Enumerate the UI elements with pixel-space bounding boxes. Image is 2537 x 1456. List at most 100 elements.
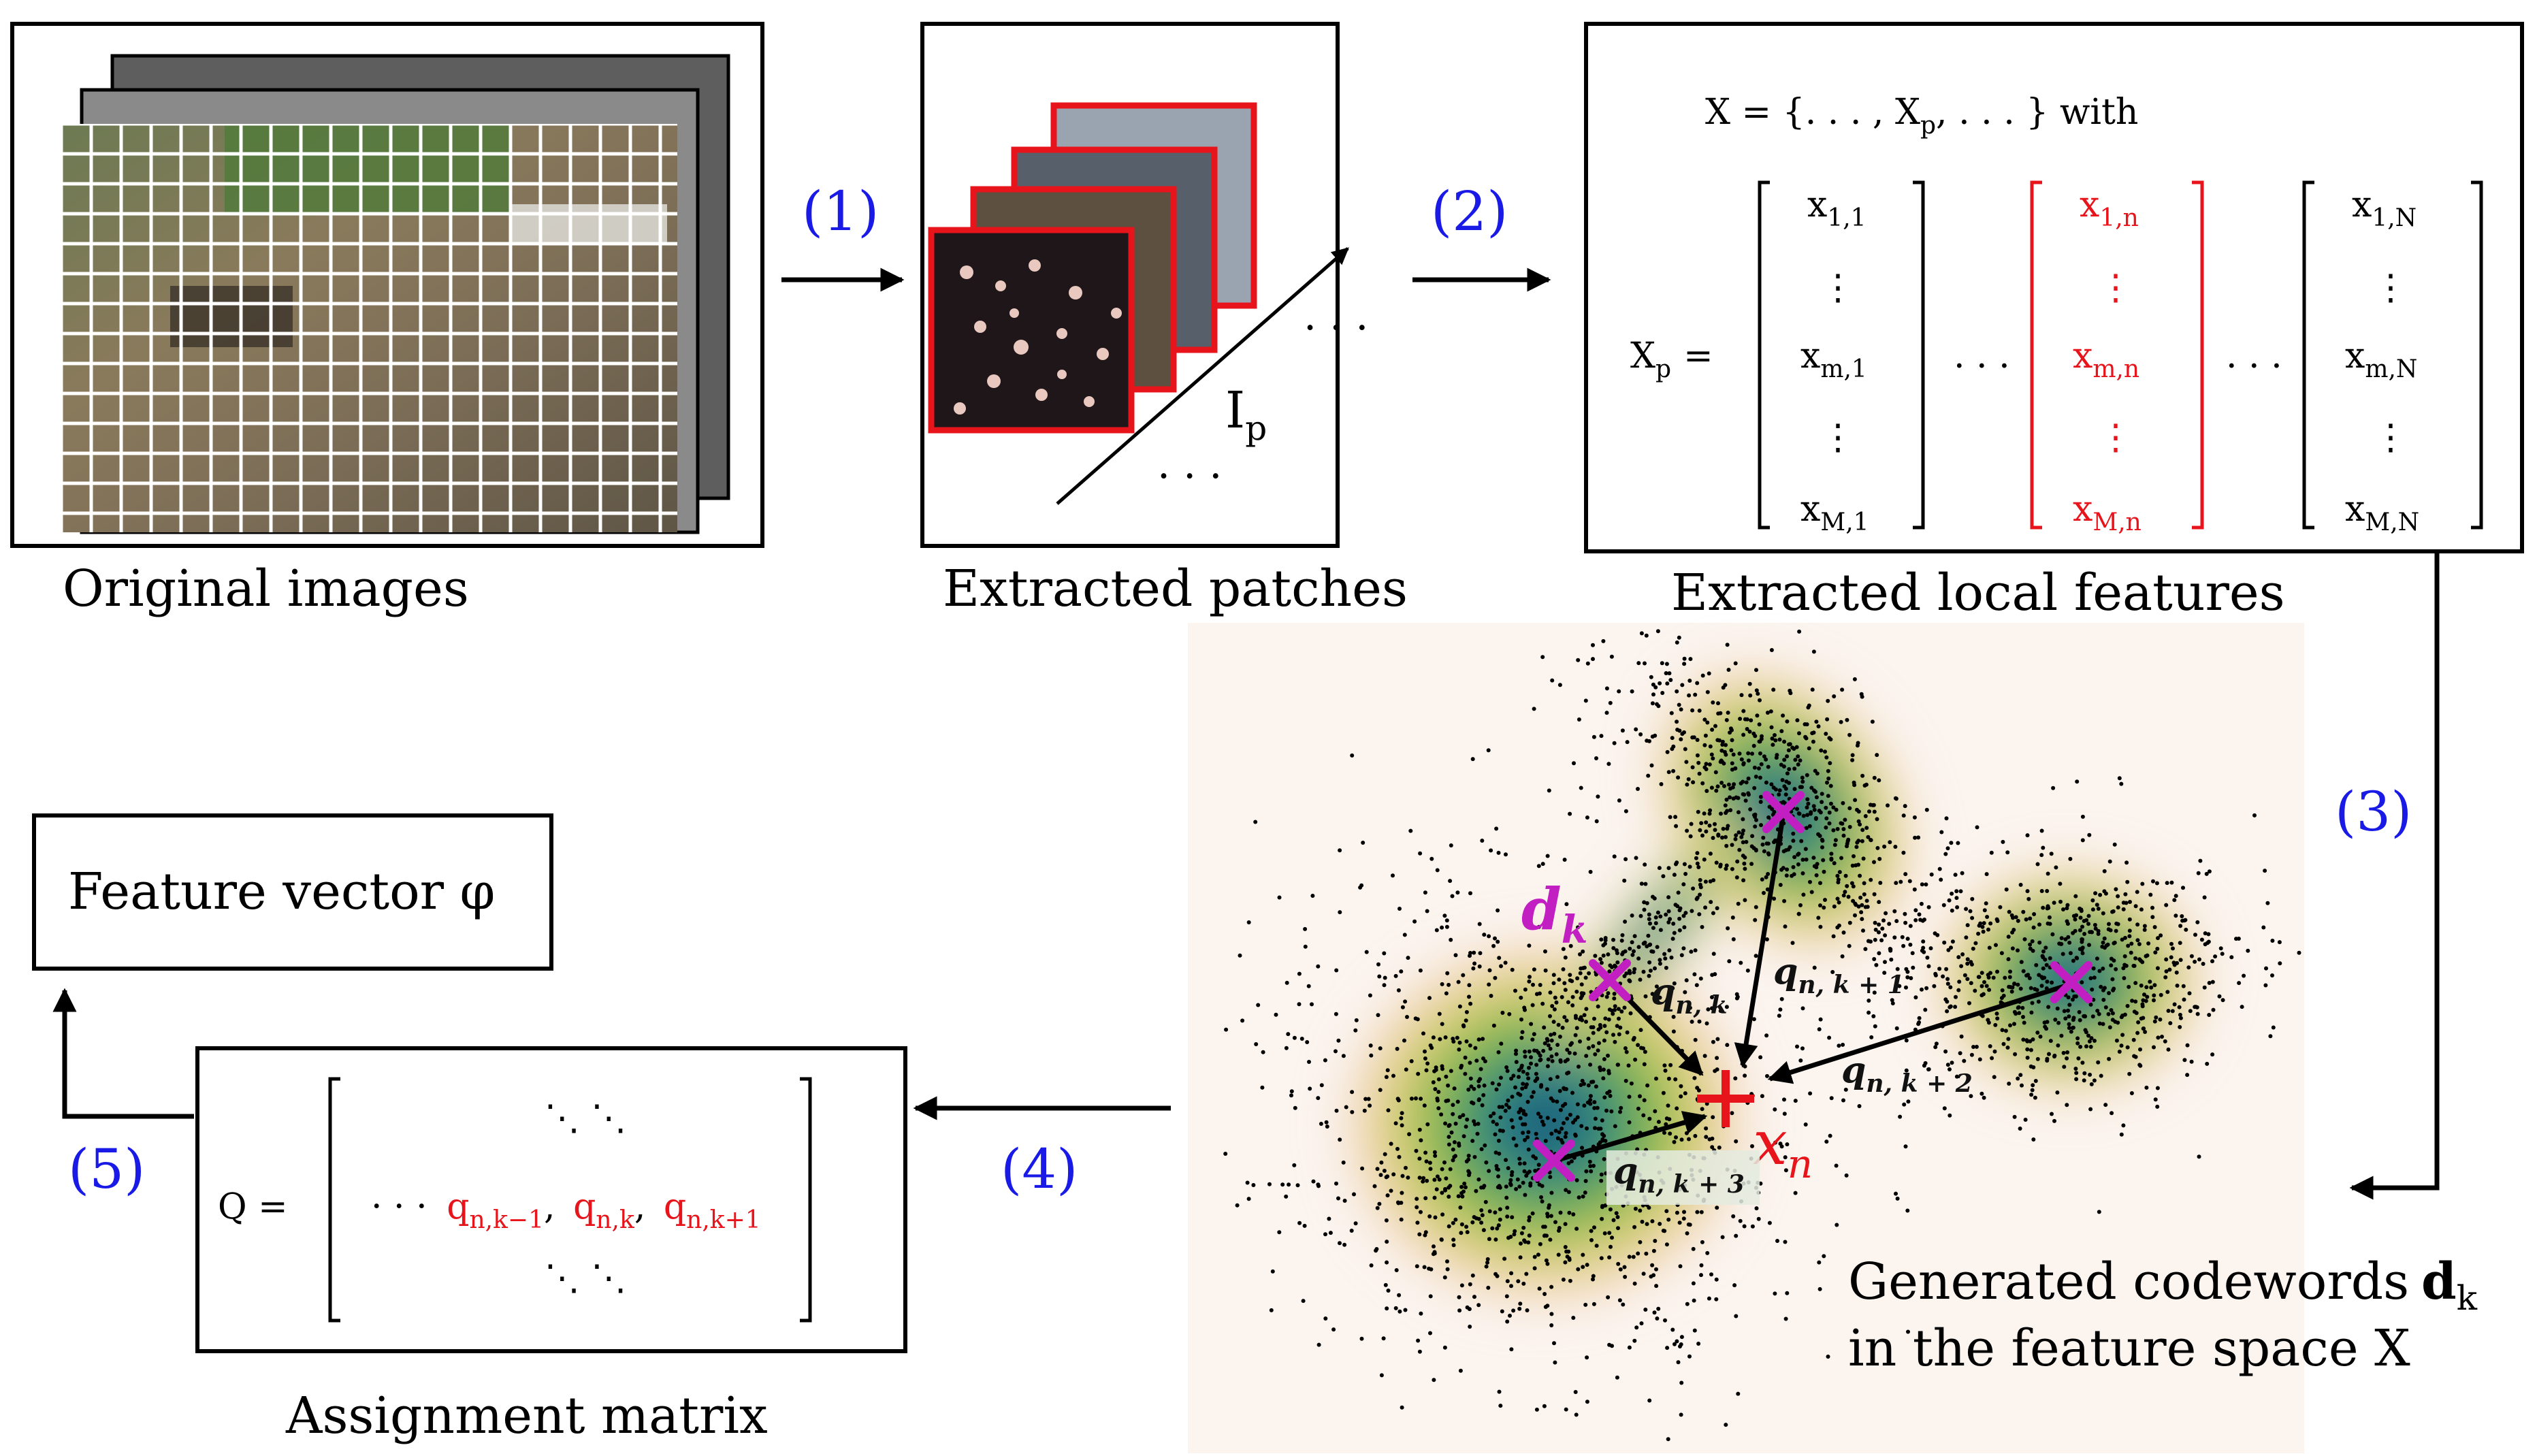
sample-point: [1800, 1006, 1805, 1011]
sample-point: [2252, 813, 2257, 818]
sample-point: [1609, 1244, 1613, 1249]
sample-point: [1857, 1104, 1862, 1108]
sample-point: [1677, 702, 1681, 707]
sample-point: [1956, 988, 1961, 992]
sample-point: [1402, 1038, 1406, 1043]
sample-point: [1466, 1087, 1471, 1092]
entry-bottom: xM,1: [1800, 489, 1869, 536]
sample-point: [1484, 1264, 1489, 1269]
sample-point: [1596, 1027, 1601, 1032]
sample-point: [1759, 737, 1764, 741]
sample-point: [1784, 779, 1789, 784]
sample-point: [1715, 1056, 1719, 1061]
sample-point: [1423, 1150, 1428, 1155]
sample-point: [2080, 1061, 2085, 1065]
sample-point: [1568, 1278, 1572, 1283]
sample-point: [1612, 996, 1617, 1001]
sample-point: [1419, 1097, 1423, 1101]
sample-point: [1640, 1219, 1645, 1224]
sample-point: [2114, 887, 2118, 892]
sample-point: [1481, 1228, 1486, 1233]
sample-point: [1459, 1184, 1464, 1189]
sample-point: [1360, 1166, 1365, 1171]
sample-point: [1500, 1309, 1504, 1314]
sample-point: [1379, 1373, 1384, 1378]
sample-point: [1523, 1122, 1528, 1127]
sample-point: [1526, 1240, 1531, 1245]
sample-point: [1496, 1050, 1501, 1054]
sample-point: [2119, 1132, 2124, 1137]
step-2-label: (2): [1431, 180, 1508, 243]
sample-point: [2050, 932, 2055, 937]
sample-point: [1319, 1083, 1324, 1088]
sample-point: [1570, 1003, 1575, 1007]
sample-point: [1625, 740, 1630, 745]
sample-point: [2006, 935, 2011, 939]
sample-point: [1453, 1121, 1458, 1126]
sample-point: [1505, 1214, 1510, 1219]
sample-point: [1297, 971, 1302, 976]
sample-point: [2109, 963, 2114, 968]
sample-point: [1494, 826, 1499, 831]
sample-point: [1569, 1159, 1574, 1164]
sample-point: [1969, 1052, 1974, 1057]
sample-point: [1976, 931, 1981, 936]
sample-point: [1739, 835, 1744, 839]
sample-point: [1576, 925, 1580, 930]
sample-point: [1490, 1226, 1495, 1231]
sample-point: [1445, 1259, 1449, 1264]
sample-point: [1958, 889, 1963, 894]
sample-point: [1603, 941, 1607, 946]
sample-point: [1683, 911, 1688, 916]
sample-point: [1909, 976, 1913, 980]
sample-point: [2065, 922, 2070, 926]
q-label-k: qn, k: [1651, 971, 1728, 1020]
sample-point: [1731, 1214, 1736, 1218]
sample-point: [1800, 779, 1805, 784]
sample-point: [1545, 1233, 1549, 1238]
sample-point: [1612, 992, 1617, 996]
sample-point: [1406, 956, 1410, 960]
sample-point: [2011, 916, 2015, 920]
sample-point: [1603, 938, 1608, 943]
sample-point: [1496, 850, 1501, 855]
sample-point: [1516, 1091, 1521, 1096]
sample-point: [1433, 1087, 1438, 1091]
sample-point: [1566, 1161, 1571, 1165]
sample-point: [1527, 1169, 1532, 1174]
sample-point: [1452, 1086, 1457, 1091]
sample-point: [1944, 967, 1949, 971]
sample-point: [1947, 898, 1952, 903]
sample-point: [1585, 1263, 1589, 1267]
sample-point: [1681, 1216, 1686, 1221]
sample-point: [1713, 770, 1718, 775]
sample-point: [1301, 1299, 1306, 1304]
sample-point: [1532, 1255, 1537, 1259]
sample-point: [2067, 1014, 2071, 1019]
sample-point: [1787, 767, 1792, 771]
sample-point: [1672, 931, 1677, 935]
sample-point: [2041, 845, 2046, 850]
sample-point: [2184, 927, 2188, 932]
sample-point: [1338, 910, 1342, 915]
sample-point: [1557, 1226, 1562, 1230]
sample-point: [1632, 1225, 1637, 1229]
sample-point: [1523, 1085, 1528, 1090]
sample-point: [1344, 1105, 1348, 1110]
sample-point: [1284, 1194, 1289, 1199]
sample-point: [2146, 941, 2151, 945]
sample-point: [2263, 869, 2267, 873]
sample-point: [1447, 1142, 1451, 1147]
sample-point: [1685, 1231, 1690, 1235]
sample-point: [1854, 845, 1859, 850]
sample-point: [1599, 1178, 1604, 1183]
sample-point: [1977, 1057, 1982, 1062]
sample-point: [1432, 1069, 1437, 1073]
sample-point: [1522, 1169, 1527, 1174]
sample-point: [1496, 1223, 1501, 1228]
sample-point: [1316, 1342, 1321, 1347]
sample-point: [2185, 1043, 2190, 1048]
sample-point: [1599, 734, 1604, 739]
sample-point: [1375, 1167, 1380, 1171]
sample-point: [1670, 736, 1675, 741]
